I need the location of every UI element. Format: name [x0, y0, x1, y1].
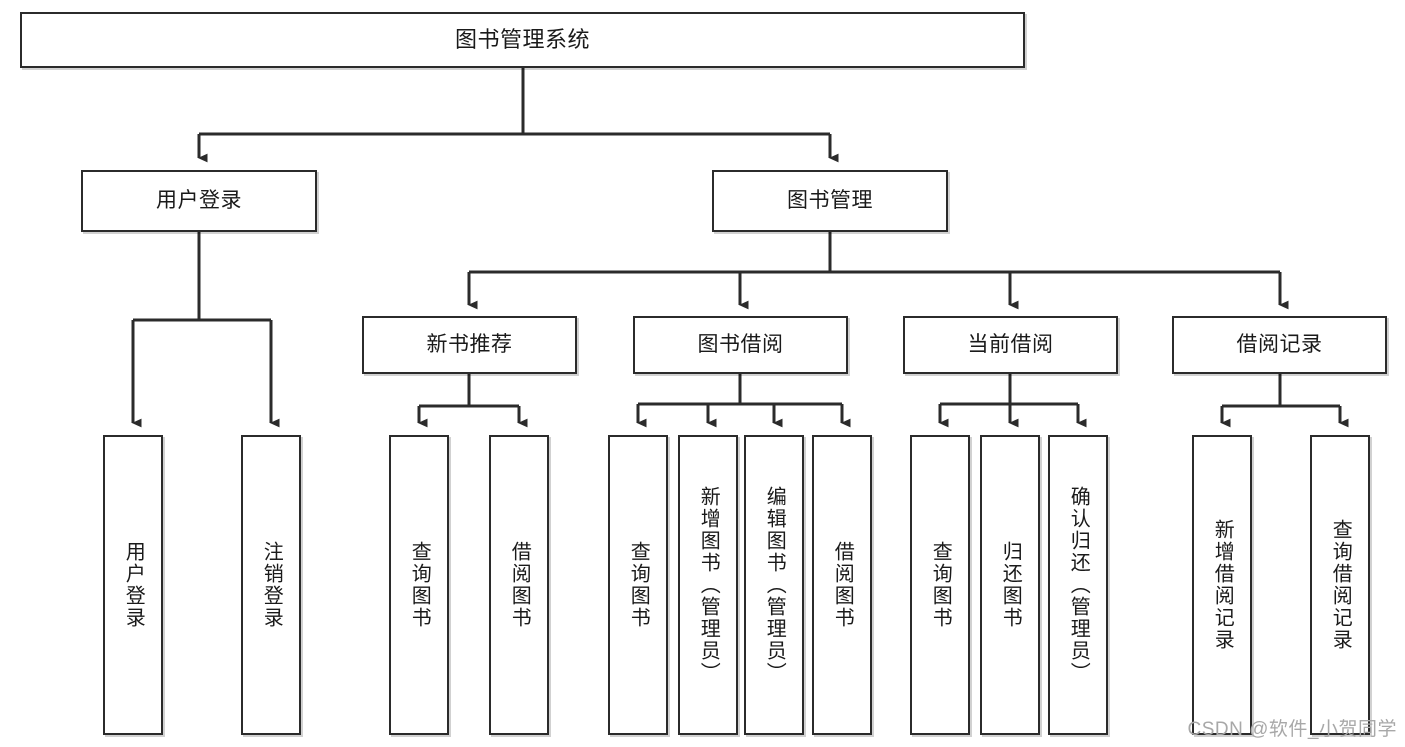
leaf-borrow-record-add[interactable]: 新增借阅记录 [1192, 435, 1252, 735]
leaf-book-borrow-borrow[interactable]: 借阅图书 [812, 435, 872, 735]
node-label: 图书管理系统 [454, 26, 590, 52]
node-label: 查询图书 [627, 541, 650, 629]
leaf-current-borrow-confirm[interactable]: 确认归还（管理员） [1048, 435, 1108, 735]
node-borrow-record[interactable]: 借阅记录 [1172, 316, 1387, 374]
node-label: 查询图书 [408, 541, 431, 629]
leaf-current-borrow-query[interactable]: 查询图书 [910, 435, 970, 735]
leaf-current-borrow-return[interactable]: 归还图书 [980, 435, 1040, 735]
node-current-borrow[interactable]: 当前借阅 [903, 316, 1118, 374]
leaf-book-borrow-add[interactable]: 新增图书（管理员） [678, 435, 738, 735]
node-label: 查询借阅记录 [1329, 519, 1352, 651]
node-root-system[interactable]: 图书管理系统 [20, 12, 1025, 68]
leaf-user-login-logout[interactable]: 注销登录 [241, 435, 301, 735]
node-label: 新增借阅记录 [1211, 519, 1234, 651]
leaf-new-book-borrow[interactable]: 借阅图书 [489, 435, 549, 735]
node-label: 用户登录 [156, 189, 242, 213]
node-label: 新书推荐 [426, 333, 513, 357]
node-label: 借阅图书 [508, 541, 531, 629]
node-book-management[interactable]: 图书管理 [712, 170, 948, 232]
node-label: 借阅图书 [831, 541, 854, 629]
node-label: 借阅记录 [1236, 333, 1323, 357]
node-label: 查询图书 [929, 541, 952, 629]
leaf-book-borrow-query[interactable]: 查询图书 [608, 435, 668, 735]
leaf-new-book-query[interactable]: 查询图书 [389, 435, 449, 735]
node-label: 新增图书（管理员） [697, 486, 720, 684]
node-new-book-recommend[interactable]: 新书推荐 [362, 316, 577, 374]
node-user-login[interactable]: 用户登录 [81, 170, 317, 232]
node-label: 注销登录 [260, 541, 283, 629]
node-label: 用户登录 [122, 541, 145, 629]
node-label: 当前借阅 [967, 333, 1054, 357]
node-label: 归还图书 [999, 541, 1022, 629]
node-label: 图书借阅 [697, 333, 784, 357]
leaf-book-borrow-edit[interactable]: 编辑图书（管理员） [744, 435, 804, 735]
node-book-borrow[interactable]: 图书借阅 [633, 316, 848, 374]
node-label: 编辑图书（管理员） [763, 486, 786, 684]
node-label: 图书管理 [787, 189, 873, 213]
node-label: 确认归还（管理员） [1067, 486, 1090, 684]
csdn-watermark: CSDN @软件_小贺同学 [1187, 719, 1397, 740]
leaf-user-login-login[interactable]: 用户登录 [103, 435, 163, 735]
leaf-borrow-record-query[interactable]: 查询借阅记录 [1310, 435, 1370, 735]
